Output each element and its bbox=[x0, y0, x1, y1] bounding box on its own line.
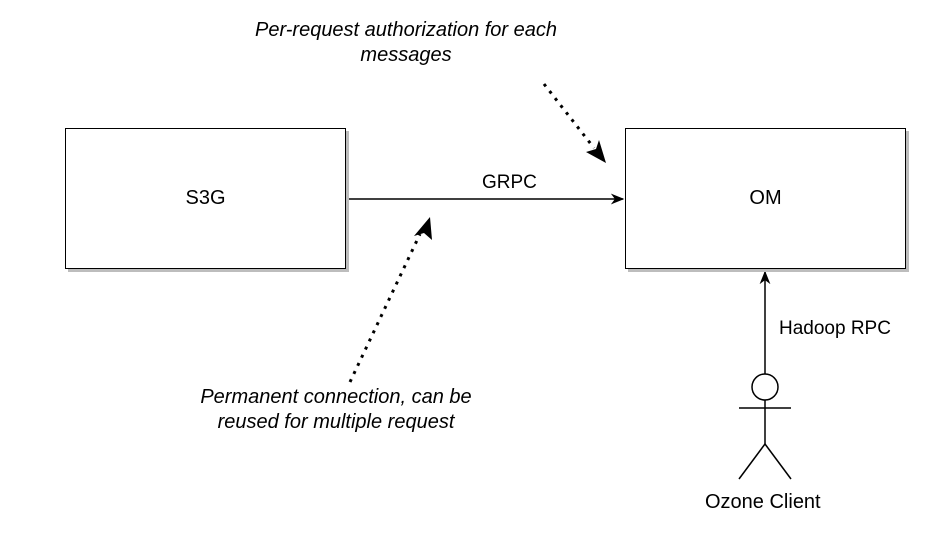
top-annotation-line1: Per-request authorization for each bbox=[254, 19, 558, 41]
s3g-label: S3G bbox=[185, 187, 226, 209]
bottom-annotation-line2: reused for multiple request bbox=[217, 411, 455, 433]
top-annotation-pointer bbox=[542, 83, 596, 149]
ozone-client-label: Ozone Client bbox=[705, 491, 821, 513]
grpc-label: GRPC bbox=[482, 172, 537, 193]
hadoop-rpc-label: Hadoop RPC bbox=[779, 318, 891, 339]
om-label: OM bbox=[749, 187, 782, 209]
bottom-annotation-pointer-head bbox=[414, 217, 432, 240]
top-annotation-pointer-head bbox=[586, 140, 606, 163]
top-annotation-line2: messages bbox=[360, 44, 452, 66]
top-annotation: Per-request authorization for each messa… bbox=[236, 18, 576, 68]
om-node: OM bbox=[625, 128, 906, 269]
bottom-annotation-line1: Permanent connection, can be bbox=[200, 386, 472, 408]
bottom-annotation-pointer bbox=[348, 233, 422, 383]
bottom-annotation: Permanent connection, can be reused for … bbox=[186, 385, 486, 435]
s3g-node: S3G bbox=[65, 128, 346, 269]
actor-icon bbox=[738, 373, 792, 480]
